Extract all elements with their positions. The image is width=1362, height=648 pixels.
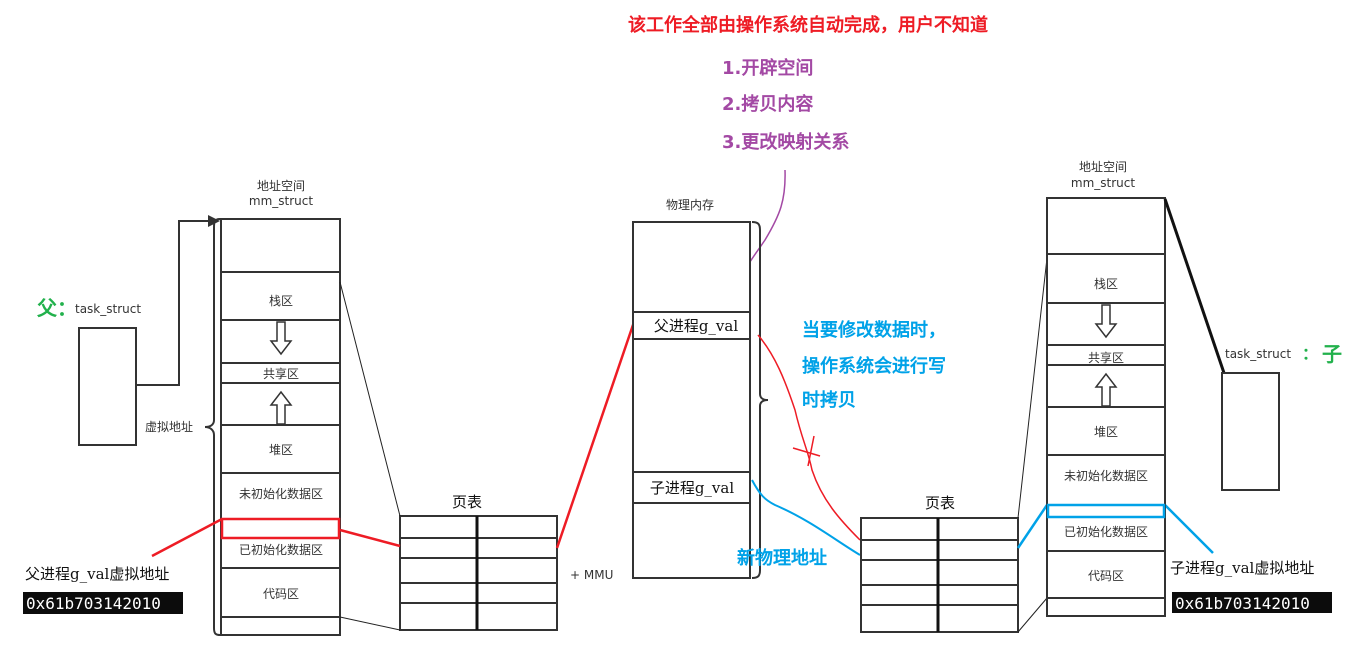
segment-stack: 栈区 bbox=[1094, 276, 1118, 291]
child-page-table: 页表 bbox=[860, 494, 1019, 633]
child-phys-cell: 子进程g_val bbox=[650, 479, 735, 497]
child-task-label: task_struct bbox=[1225, 347, 1291, 361]
parent-phys-cell: 父进程g_val bbox=[654, 317, 739, 335]
child-mm: 地址空间 mm_struct 栈区 共享区 堆区 未初始化数据区 已初始化数据区… bbox=[1046, 160, 1166, 617]
vaddr-brace-label: 虚拟地址 bbox=[145, 420, 193, 434]
step-1: 1.开辟空间 bbox=[722, 57, 813, 79]
new-phys-label: 新物理地址 bbox=[737, 547, 827, 569]
new-mapping-line bbox=[751, 479, 861, 556]
parent-gval-label: 父进程g_val虚拟地址 bbox=[25, 565, 169, 583]
physical-memory: 物理内存 父进程g_val 子进程g_val bbox=[632, 198, 769, 579]
cross-icon bbox=[792, 435, 821, 467]
parent-gval-addr: 0x61b703142010 bbox=[26, 594, 161, 613]
cow-note-1: 当要修改数据时， bbox=[802, 319, 946, 341]
parent-mm-sub: mm_struct bbox=[249, 194, 313, 208]
parent-mm: 地址空间 mm_struct 虚拟地址 栈区 共享区 堆区 未初始化数据区 已初… bbox=[145, 179, 341, 636]
segment-bss: 未初始化数据区 bbox=[1064, 468, 1148, 483]
segment-stack: 栈区 bbox=[269, 293, 293, 308]
parent-task: 父： task_struct bbox=[36, 215, 220, 446]
child-mm-title: 地址空间 bbox=[1079, 160, 1127, 174]
cow-note-3: 时拷贝 bbox=[802, 390, 856, 411]
parent-task-label: task_struct bbox=[75, 302, 141, 316]
parent-task-box bbox=[78, 327, 137, 446]
step-2: 2.拷贝内容 bbox=[722, 93, 813, 115]
mmu-label: + MMU bbox=[570, 568, 613, 582]
parent-gval-box bbox=[220, 517, 341, 540]
arrow-up-icon bbox=[269, 390, 293, 425]
child-page-table-title: 页表 bbox=[925, 494, 955, 512]
segment-data: 已初始化数据区 bbox=[1064, 524, 1148, 539]
segment-code: 代码区 bbox=[263, 587, 299, 601]
parent-task-link bbox=[136, 220, 210, 386]
segment-bss: 未初始化数据区 bbox=[239, 486, 323, 501]
segment-data: 已初始化数据区 bbox=[239, 542, 323, 557]
child-tag: 子 bbox=[1322, 342, 1342, 366]
child-gval-addr: 0x61b703142010 bbox=[1175, 594, 1310, 613]
segment-heap: 堆区 bbox=[1094, 425, 1118, 439]
parent-page-table-title: 页表 bbox=[452, 493, 482, 511]
arrow-down-icon bbox=[1094, 304, 1118, 339]
phys-brace bbox=[751, 221, 769, 579]
parent-page-table: 页表 bbox=[399, 493, 558, 631]
segment-shared: 共享区 bbox=[1088, 350, 1124, 365]
arrow-down-icon bbox=[269, 321, 293, 356]
child-mm-sub: mm_struct bbox=[1071, 176, 1135, 190]
physical-title: 物理内存 bbox=[666, 198, 714, 212]
child-gval-label: 子进程g_val虚拟地址 bbox=[1170, 559, 1314, 577]
parent-tag: 父： bbox=[36, 296, 77, 320]
header-title: 该工作全部由操作系统自动完成，用户不知道 bbox=[628, 14, 988, 36]
child-task-box bbox=[1221, 372, 1280, 491]
step-3: 3.更改映射关系 bbox=[722, 131, 849, 153]
parent-mm-title: 地址空间 bbox=[257, 179, 305, 193]
arrow-up-icon bbox=[1094, 372, 1118, 407]
cow-note-2: 操作系统会进行写 bbox=[802, 355, 946, 377]
segment-heap: 堆区 bbox=[269, 443, 293, 457]
segment-shared: 共享区 bbox=[263, 366, 299, 381]
child-colon: ： bbox=[1302, 344, 1318, 363]
old-mapping-line bbox=[757, 334, 861, 541]
vaddr-brace bbox=[204, 218, 221, 636]
child-gval-box bbox=[1046, 503, 1166, 519]
child-task: task_struct ： 子 bbox=[1163, 198, 1342, 491]
segment-code: 代码区 bbox=[1088, 569, 1124, 583]
